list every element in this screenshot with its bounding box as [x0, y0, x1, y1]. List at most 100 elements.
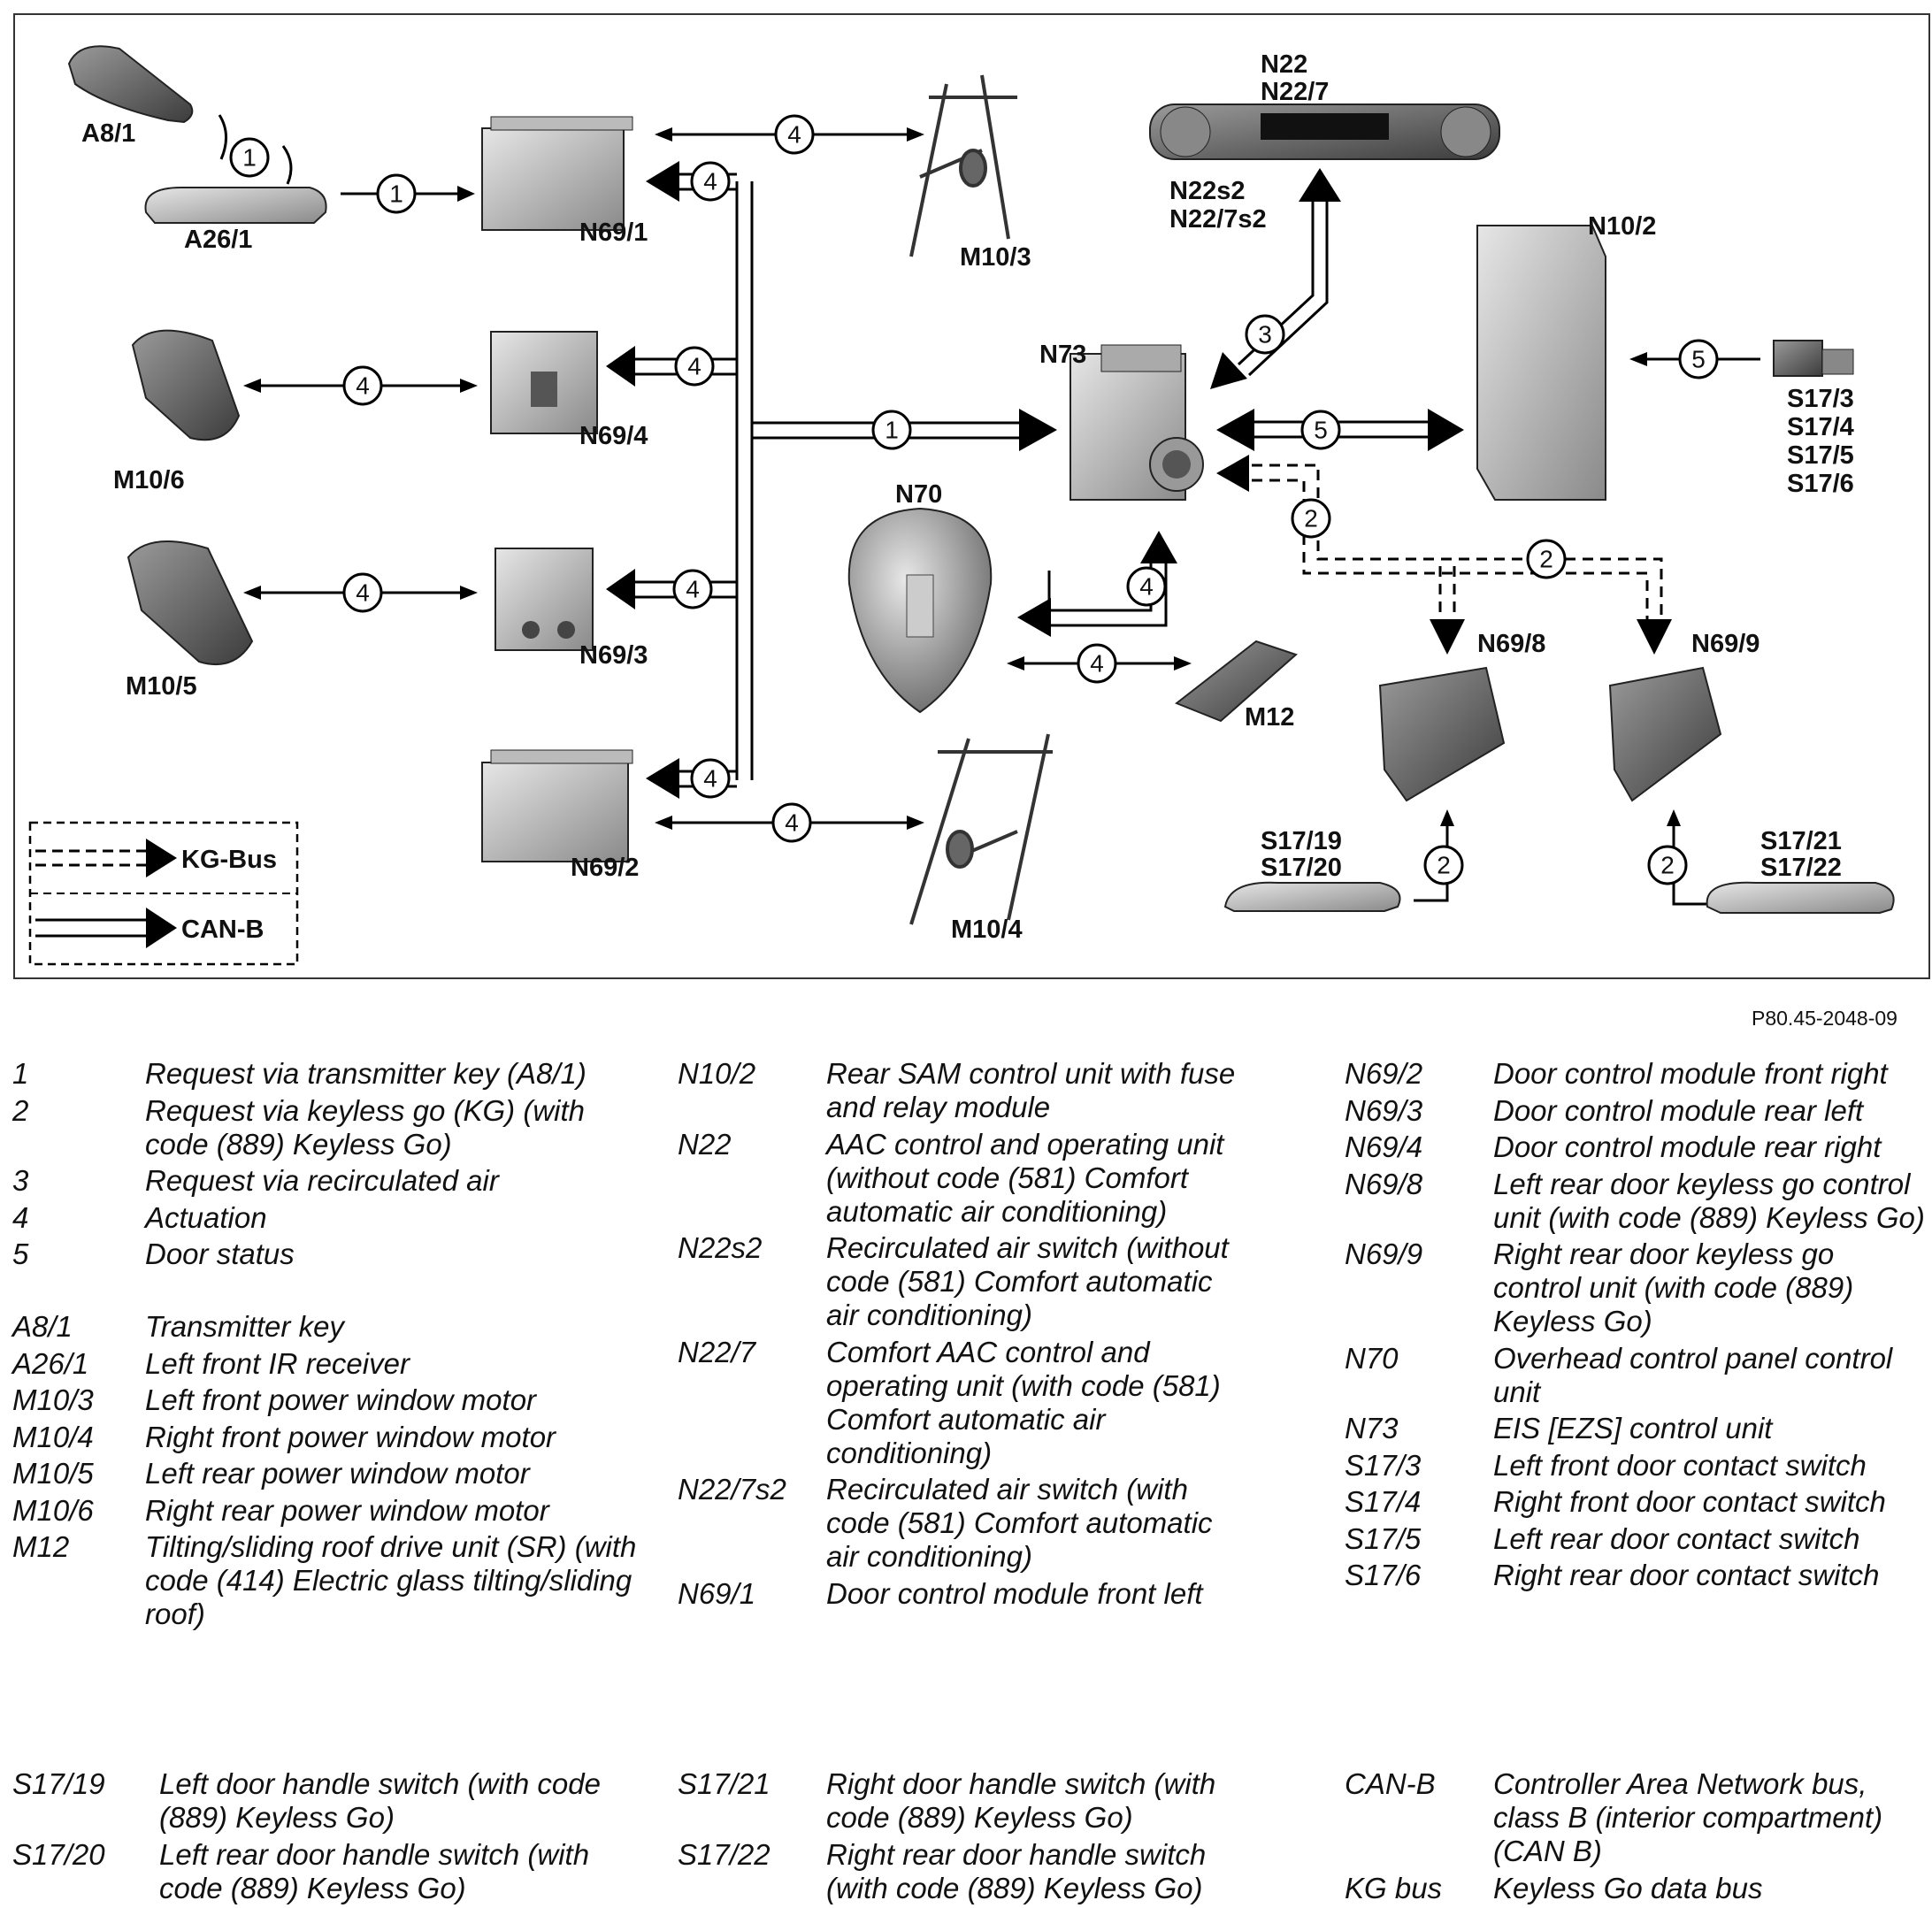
- legend-code: S17/22: [678, 1837, 770, 1871]
- legend-description: AAC control and operating unit (without …: [826, 1127, 1224, 1228]
- legend-code: A8/1: [12, 1310, 73, 1343]
- wiring-diagram: 1 1 4 4 4 4 1 4 4 4 4 4 4 3 5 5 2 2 2 2 …: [13, 13, 1930, 979]
- label-n10-2: N10/2: [1588, 212, 1656, 241]
- legend-entry: N69/2 Door control module front right: [1345, 1057, 1928, 1091]
- legend-description: Request via keyless go (KG) (with code (…: [145, 1093, 586, 1161]
- legend-description: Left door handle switch (with code (889)…: [159, 1767, 601, 1834]
- marker-1: 1: [242, 144, 257, 172]
- marker-4: 4: [703, 168, 717, 195]
- marker-4: 4: [1090, 650, 1104, 678]
- marker-circle: [1526, 539, 1567, 579]
- arrowhead-left-n70: [1017, 598, 1051, 637]
- legend-kg-bus: KG-Bus: [181, 846, 277, 874]
- legend-code: N69/2: [1345, 1057, 1423, 1090]
- marker-circle: [690, 758, 731, 799]
- legend-code: S17/21: [678, 1767, 770, 1800]
- marker-circle: [771, 802, 812, 843]
- legend-description: EIS [EZS] control unit: [1493, 1412, 1773, 1444]
- label-m10-3: M10/3: [960, 243, 1031, 272]
- marker-2: 2: [1437, 852, 1451, 879]
- marker-circle: [342, 572, 383, 613]
- legend-code: 4: [12, 1200, 29, 1234]
- legend-code: M12: [12, 1530, 70, 1563]
- legend-code: A26/1: [12, 1346, 89, 1380]
- component-labels: A8/1 A26/1 N69/1 M10/3 N22 N22/7 N22s2 N…: [81, 50, 1854, 944]
- ir-receiver-handle-icon: [144, 187, 327, 224]
- legend-description: Left front power window motor: [145, 1383, 537, 1416]
- legend-description: Right door handle switch (with code (889…: [826, 1767, 1216, 1834]
- rear-sam-control-unit-icon: [1476, 225, 1606, 501]
- can-arrowheads: [606, 161, 1057, 799]
- door-module-n69-2-icon: [481, 749, 633, 862]
- marker-1: 1: [389, 180, 403, 208]
- legend-code: S17/20: [12, 1837, 105, 1871]
- legend-code: S17/3: [1345, 1448, 1422, 1482]
- legend-code: M10/6: [12, 1493, 94, 1527]
- marker-circle: [690, 161, 731, 202]
- legend-code: M10/4: [12, 1420, 94, 1453]
- eis-control-unit-icon: [1070, 344, 1204, 501]
- label-s17-20: S17/20: [1261, 854, 1342, 882]
- aac-control-panel-icon: [1149, 103, 1500, 160]
- label-n69-4: N69/4: [579, 422, 648, 450]
- legend-code: KG bus: [1345, 1871, 1443, 1904]
- door-module-n69-4-icon: [490, 331, 598, 434]
- legend-entry: S17/21 Right door handle switch (with cod…: [678, 1767, 1253, 1835]
- label-s17-6: S17/6: [1787, 470, 1854, 498]
- marker-4: 4: [787, 121, 801, 149]
- legend-description: Actuation: [145, 1200, 267, 1234]
- marker-circle: [1077, 643, 1117, 684]
- legend-code: 3: [12, 1164, 29, 1197]
- marker-circle: [1291, 498, 1331, 539]
- door-handle-switch-right-icon: [1706, 881, 1895, 914]
- label-n69-1: N69/1: [579, 218, 648, 247]
- legend-code: N73: [1345, 1412, 1399, 1444]
- label-n22s2: N22s2: [1169, 177, 1245, 205]
- legend-description: Door status: [145, 1238, 295, 1270]
- label-n22-7: N22/7: [1261, 78, 1329, 106]
- legend-entry: M12 Tilting/sliding roof drive unit (SR) …: [12, 1530, 649, 1631]
- label-s17-4: S17/4: [1787, 413, 1854, 441]
- legend-description: Right front power window motor: [145, 1420, 556, 1453]
- legend-description: Door control module front left: [826, 1576, 1203, 1610]
- legend-code: M10/5: [12, 1457, 94, 1490]
- label-s17-19: S17/19: [1261, 827, 1342, 855]
- legend-code: N69/3: [1345, 1093, 1423, 1127]
- legend-code: S17/6: [1345, 1559, 1422, 1591]
- window-motor-m10-4-icon: [909, 733, 1053, 925]
- door-handle-switch-left-icon: [1223, 881, 1401, 912]
- legend-description: Door control module front right: [1493, 1057, 1888, 1090]
- legend-code: N69/1: [678, 1576, 756, 1610]
- window-motor-m10-3-icon: [909, 74, 1017, 257]
- legend-code: N22/7: [678, 1335, 756, 1368]
- legend-description: Tilting/sliding roof drive unit (SR) (wi…: [145, 1530, 637, 1630]
- label-a8-1: A8/1: [81, 119, 135, 148]
- legend-description: Right front door contact switch: [1493, 1485, 1886, 1518]
- legend-description: Rear SAM control unit with fuse and rela…: [826, 1057, 1236, 1123]
- label-a26-1: A26/1: [184, 226, 252, 254]
- legend-description: Left front door contact switch: [1493, 1448, 1867, 1482]
- legend-code: N69/4: [1345, 1130, 1423, 1163]
- figure-id: P80.45-2048-09: [1752, 1007, 1898, 1030]
- marker-2: 2: [1660, 852, 1675, 879]
- label-n69-8: N69/8: [1477, 630, 1545, 658]
